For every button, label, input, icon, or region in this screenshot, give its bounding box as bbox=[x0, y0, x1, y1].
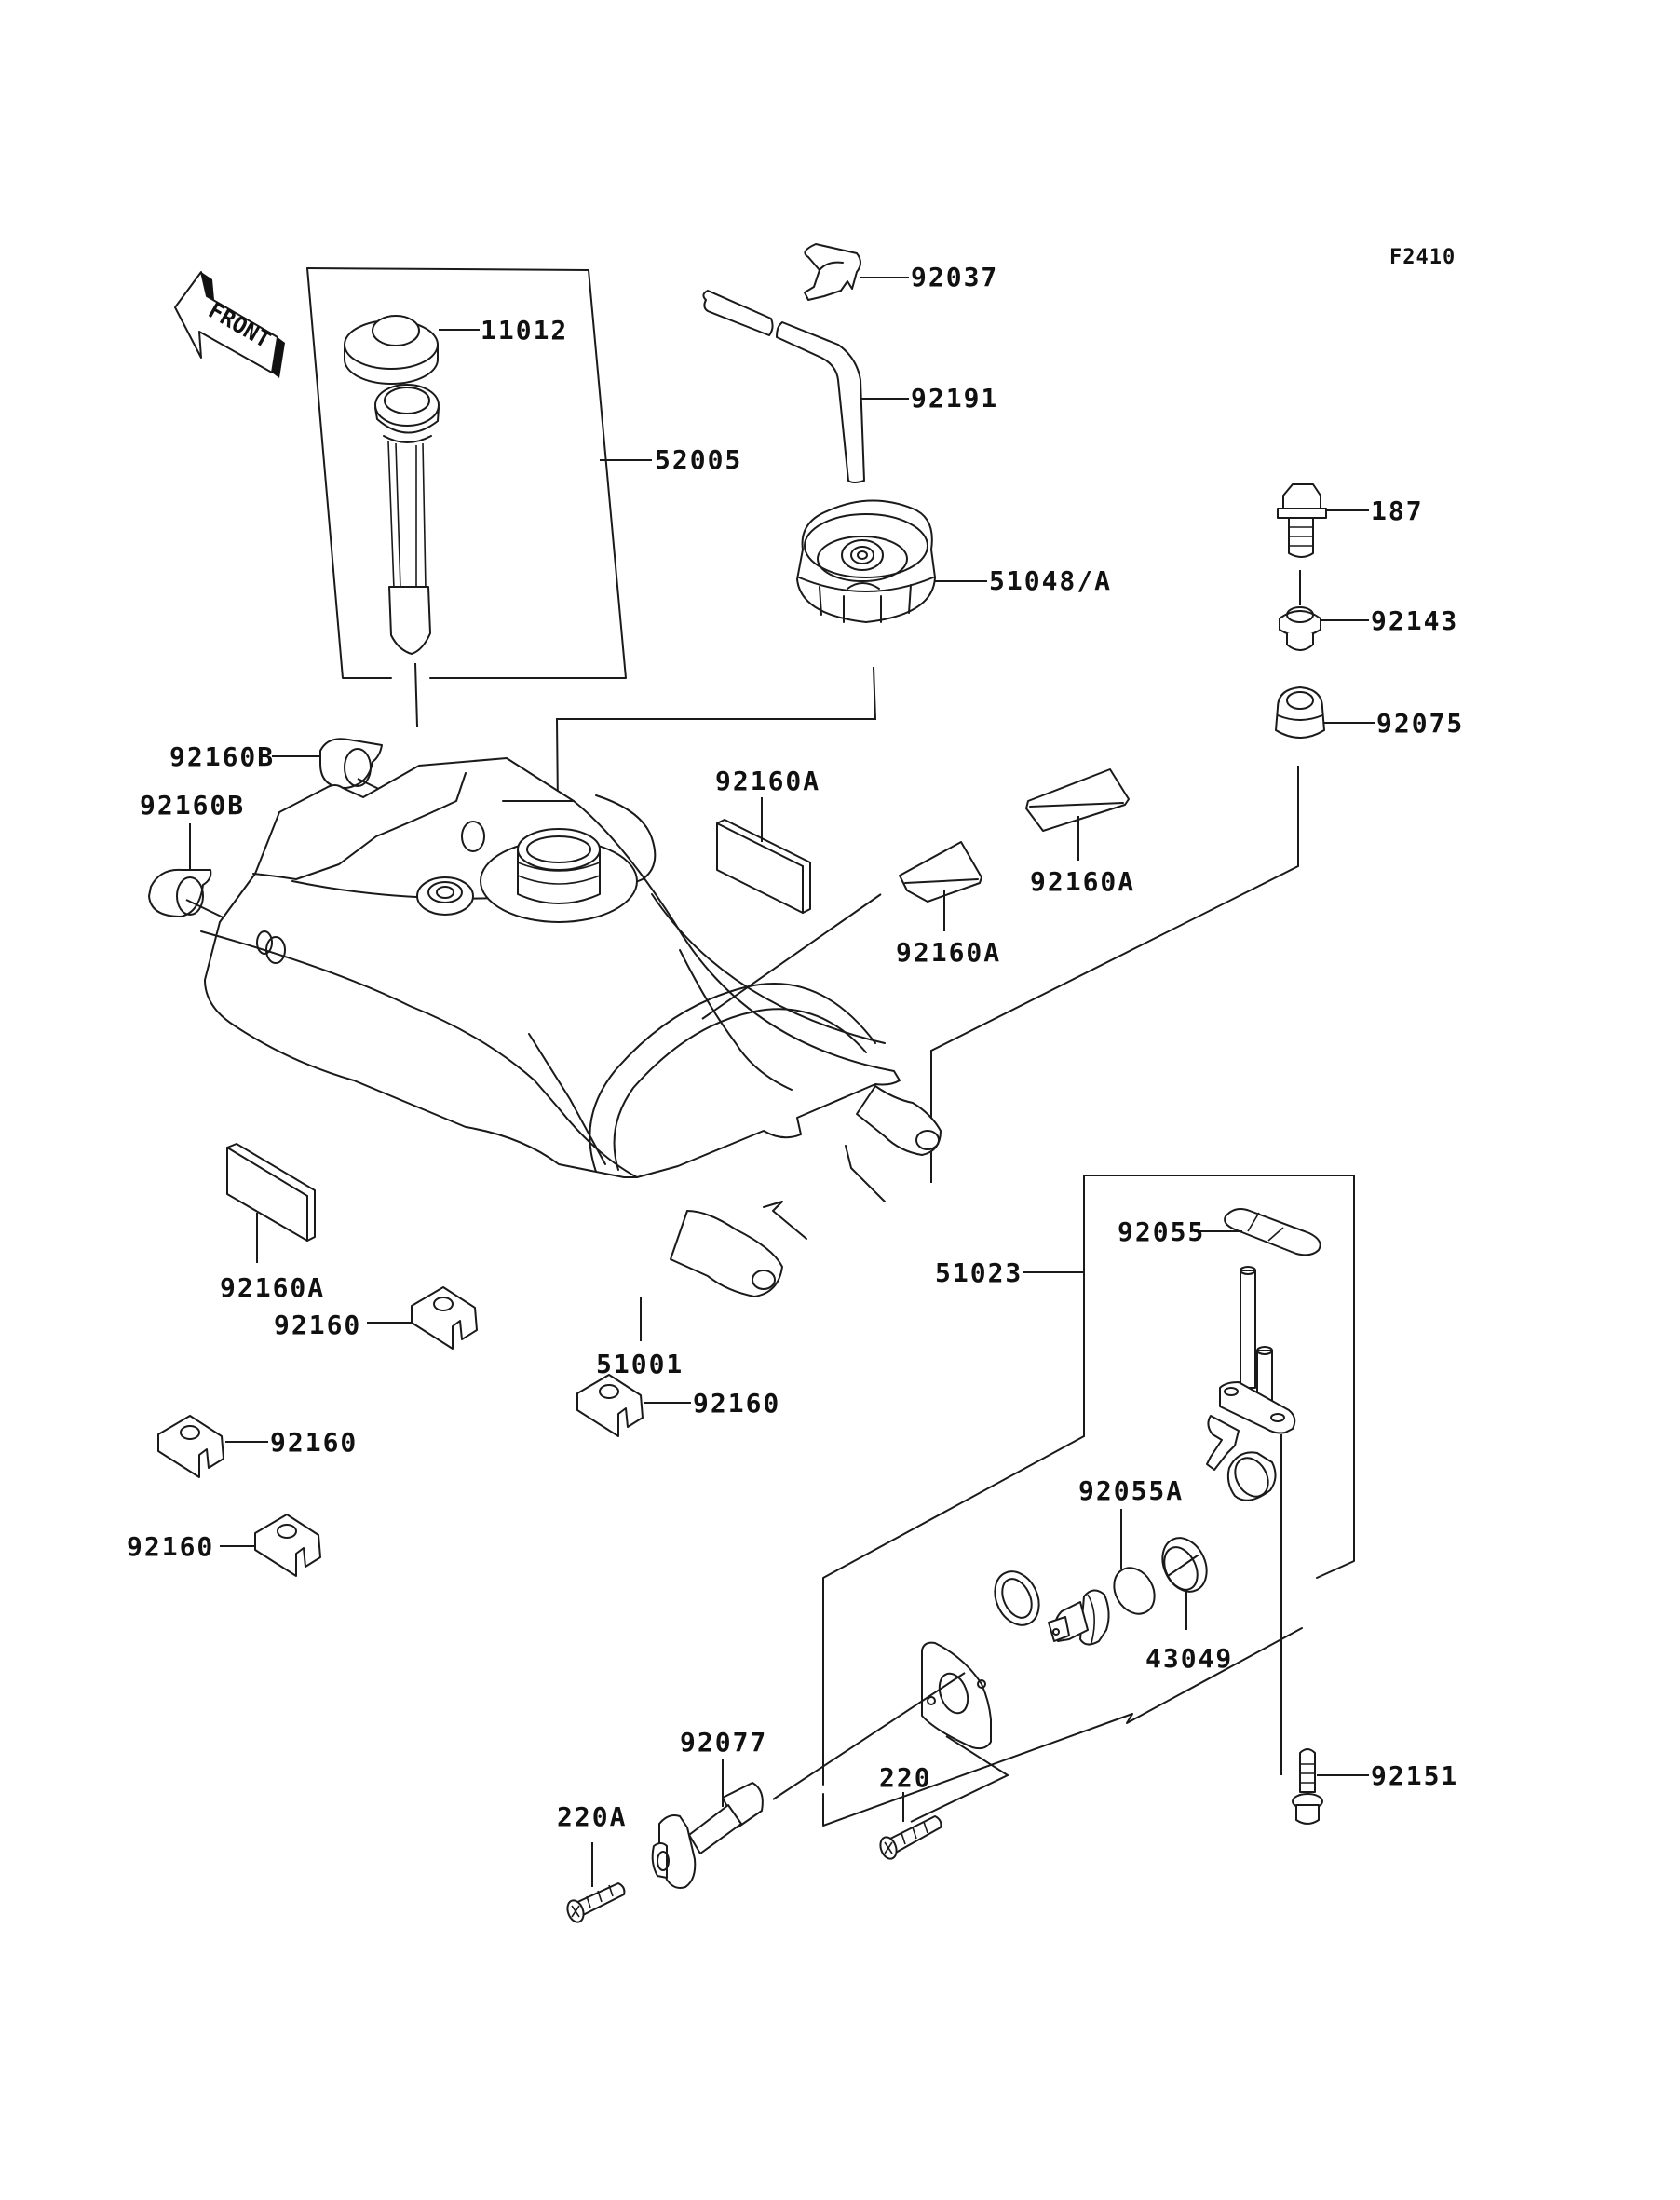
label-43049: 43049 bbox=[1145, 1643, 1233, 1674]
bracket-92160-3-part bbox=[157, 1415, 268, 1478]
pad-92160A-1-part bbox=[716, 797, 811, 914]
fuel-gauge-unit-part bbox=[374, 384, 440, 727]
label-92160A-2: 92160A bbox=[896, 937, 1001, 968]
label-92151: 92151 bbox=[1371, 1760, 1458, 1791]
grommet-92075-part bbox=[930, 686, 1375, 1183]
cover-plate-part bbox=[910, 1641, 1010, 1823]
bracket-92160-4-part bbox=[220, 1514, 321, 1577]
fuel-cock-lever-part bbox=[651, 1672, 966, 1889]
label-92055: 92055 bbox=[1118, 1216, 1205, 1247]
label-52005: 52005 bbox=[655, 444, 742, 475]
label-92160-1: 92160 bbox=[274, 1310, 361, 1340]
label-92055A: 92055A bbox=[1078, 1475, 1184, 1506]
bushing-92160B-lower-part bbox=[148, 823, 234, 923]
label-51048A: 51048/A bbox=[989, 565, 1112, 596]
label-92160A-1: 92160A bbox=[715, 766, 820, 796]
label-92160-3: 92160 bbox=[270, 1427, 358, 1458]
label-92160B-lower: 92160B bbox=[140, 790, 245, 821]
label-220: 220 bbox=[879, 1762, 932, 1793]
label-11012: 11012 bbox=[481, 315, 568, 346]
label-92037: 92037 bbox=[911, 262, 998, 292]
fuel-gauge-kit-box bbox=[306, 267, 652, 679]
bracket-92160-2-part bbox=[576, 1374, 691, 1437]
pad-92160A-4-part bbox=[226, 1143, 316, 1263]
label-92160B-upper: 92160B bbox=[169, 741, 275, 772]
fuel-cock-body-part bbox=[1206, 1266, 1296, 1775]
fuel-tank-part bbox=[200, 757, 942, 1341]
label-187: 187 bbox=[1371, 496, 1424, 526]
fuel-cock-kit-box bbox=[822, 1175, 1355, 1827]
bracket-92160-1-part bbox=[367, 1286, 478, 1350]
hose-clamp-part bbox=[804, 243, 909, 301]
valve-rotor-part bbox=[1048, 1589, 1110, 1646]
lever-seal-43049-part bbox=[1161, 1537, 1208, 1630]
label-92077: 92077 bbox=[680, 1727, 767, 1758]
gasket-92055-part bbox=[1194, 1208, 1321, 1256]
screw-220-part bbox=[879, 1792, 942, 1860]
label-51001: 51001 bbox=[596, 1349, 684, 1379]
label-92191: 92191 bbox=[911, 383, 998, 414]
screw-220A-part bbox=[566, 1842, 626, 1923]
washer-part bbox=[994, 1570, 1040, 1626]
pad-92160A-2-part bbox=[701, 841, 982, 1020]
label-92143: 92143 bbox=[1371, 605, 1458, 636]
gauge-ring-part bbox=[344, 315, 480, 385]
bolt-92151-part bbox=[1292, 1748, 1369, 1825]
label-92160-2: 92160 bbox=[693, 1388, 780, 1419]
label-220A: 220A bbox=[557, 1801, 627, 1832]
label-92160A-3: 92160A bbox=[1030, 866, 1135, 897]
front-arrow-icon: FRONT bbox=[174, 271, 285, 378]
pad-92160A-3-part bbox=[1025, 768, 1130, 861]
label-92160A-4: 92160A bbox=[220, 1272, 325, 1303]
label-92075: 92075 bbox=[1376, 708, 1464, 739]
fuel-cap-part bbox=[555, 499, 987, 895]
collar-92143-part bbox=[1279, 606, 1369, 651]
bolt-187-part bbox=[1277, 483, 1369, 605]
figure-code: F2410 bbox=[1389, 246, 1456, 269]
label-51023: 51023 bbox=[935, 1257, 1023, 1288]
o-ring-92055A-part bbox=[1113, 1509, 1156, 1615]
breather-hose-part bbox=[702, 290, 909, 483]
label-92160-4: 92160 bbox=[127, 1531, 214, 1562]
